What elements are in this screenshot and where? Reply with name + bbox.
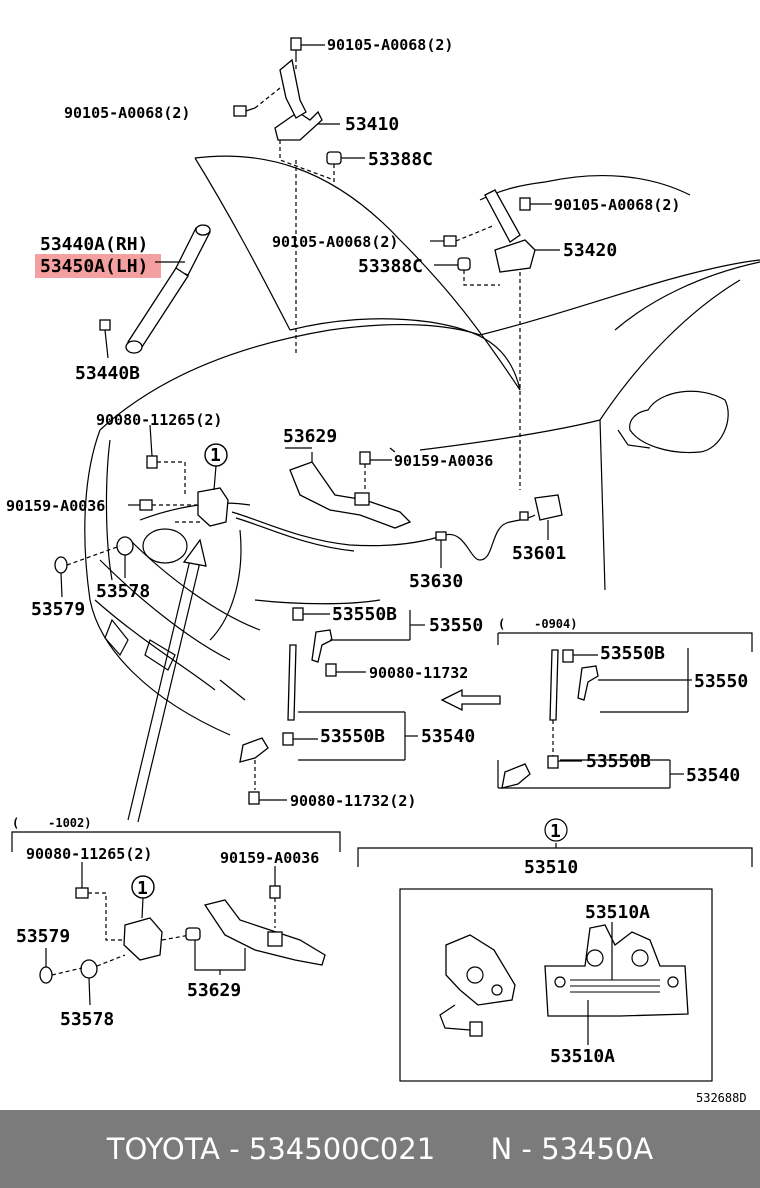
label-cable: 53630	[409, 571, 463, 592]
label-bolt-right-upper: 90105-A0068(2)	[554, 196, 680, 214]
label-cushion-579: 53579	[31, 599, 85, 620]
label-cushion-579b: 53579	[16, 926, 70, 947]
label-screw-mid: 90159-A0036	[394, 452, 493, 470]
callout-1a: 1	[210, 445, 221, 466]
prop-rod-a	[239, 607, 425, 805]
label-date-range-b: ( -1002)	[12, 816, 91, 830]
label-clip-b: 53550B	[600, 643, 665, 664]
label-clip-a: 53550B	[332, 604, 397, 625]
footer-bar: TOYOTA - 534500C021 N - 53450A	[0, 1110, 760, 1188]
callout-circle-1a	[204, 443, 228, 467]
label-diagram-code: 532688D	[696, 1091, 747, 1105]
label-bolt-lock-b: 90080-11265(2)	[26, 845, 152, 863]
label-bolt-prop-b: 90080-11732(2)	[290, 792, 416, 810]
label-lever: 53601	[512, 543, 566, 564]
label-cushion-578b: 53578	[60, 1009, 114, 1030]
label-date-range-a: ( -0904)	[498, 617, 577, 631]
label-stay-lh: 53450A(LH)	[40, 256, 148, 277]
label-screw-b: 90159-A0036	[220, 849, 319, 867]
hood-stay	[35, 224, 211, 359]
label-cushion-right: 53388C	[358, 256, 423, 277]
prop-rod-b	[440, 632, 753, 789]
label-prop-a: 53540	[421, 726, 475, 747]
parts-diagram: 90105-A0068(2) 90105-A0068(2) 53410 5338…	[6, 36, 760, 1105]
callout-circle-1c	[544, 818, 568, 842]
detail-arrow	[127, 538, 207, 823]
release-cable	[231, 494, 563, 568]
label-cushion-578: 53578	[96, 581, 150, 602]
callout-circle-1b	[131, 875, 155, 899]
highlight-box	[35, 254, 161, 278]
hinge-bolts	[233, 37, 552, 490]
lock-support	[285, 447, 412, 529]
detail-lock-assy	[357, 843, 753, 1082]
label-stay-bracket: 53440B	[75, 363, 140, 384]
hood-lock-assembly-top	[128, 424, 229, 527]
label-plate-bottom: 53510A	[550, 1046, 615, 1067]
callout-1b: 1	[137, 878, 148, 899]
callout-1c: 1	[550, 821, 561, 842]
label-hinge-rh: 53420	[563, 240, 617, 261]
label-hinge-lh: 53410	[345, 114, 399, 135]
label-lock-assy: 53510	[524, 857, 578, 878]
label-prop-b: 53540	[686, 765, 740, 786]
label-clip-d: 53550B	[586, 751, 651, 772]
label-bolt-top: 90105-A0068(2)	[327, 36, 453, 54]
label-cushion-left: 53388C	[368, 149, 433, 170]
label-plate-top: 53510A	[585, 902, 650, 923]
label-clip-c: 53550B	[320, 726, 385, 747]
label-bolt-lock-a: 90080-11265(2)	[96, 411, 222, 429]
hood-hinge-lh	[274, 58, 340, 141]
label-bolt-left: 90105-A0068(2)	[64, 104, 190, 122]
vehicle-body-outline	[84, 155, 760, 736]
label-support: 53629	[283, 426, 337, 447]
detail-lower-left	[11, 831, 341, 1006]
hood-hinge-rh	[484, 189, 560, 273]
label-stay-rh: 53440A(RH)	[40, 234, 148, 255]
label-rod-a: 53550	[429, 615, 483, 636]
footer-text: TOYOTA - 534500C021 N - 53450A	[106, 1132, 654, 1166]
cushions-front	[54, 536, 134, 598]
label-bolt-right-mid: 90105-A0068(2)	[272, 233, 398, 251]
label-screw-left: 90159-A0036	[6, 497, 105, 515]
label-support-b: 53629	[187, 980, 241, 1001]
label-rod-b: 53550	[694, 671, 748, 692]
label-bolt-prop-a: 90080-11732	[369, 664, 468, 682]
